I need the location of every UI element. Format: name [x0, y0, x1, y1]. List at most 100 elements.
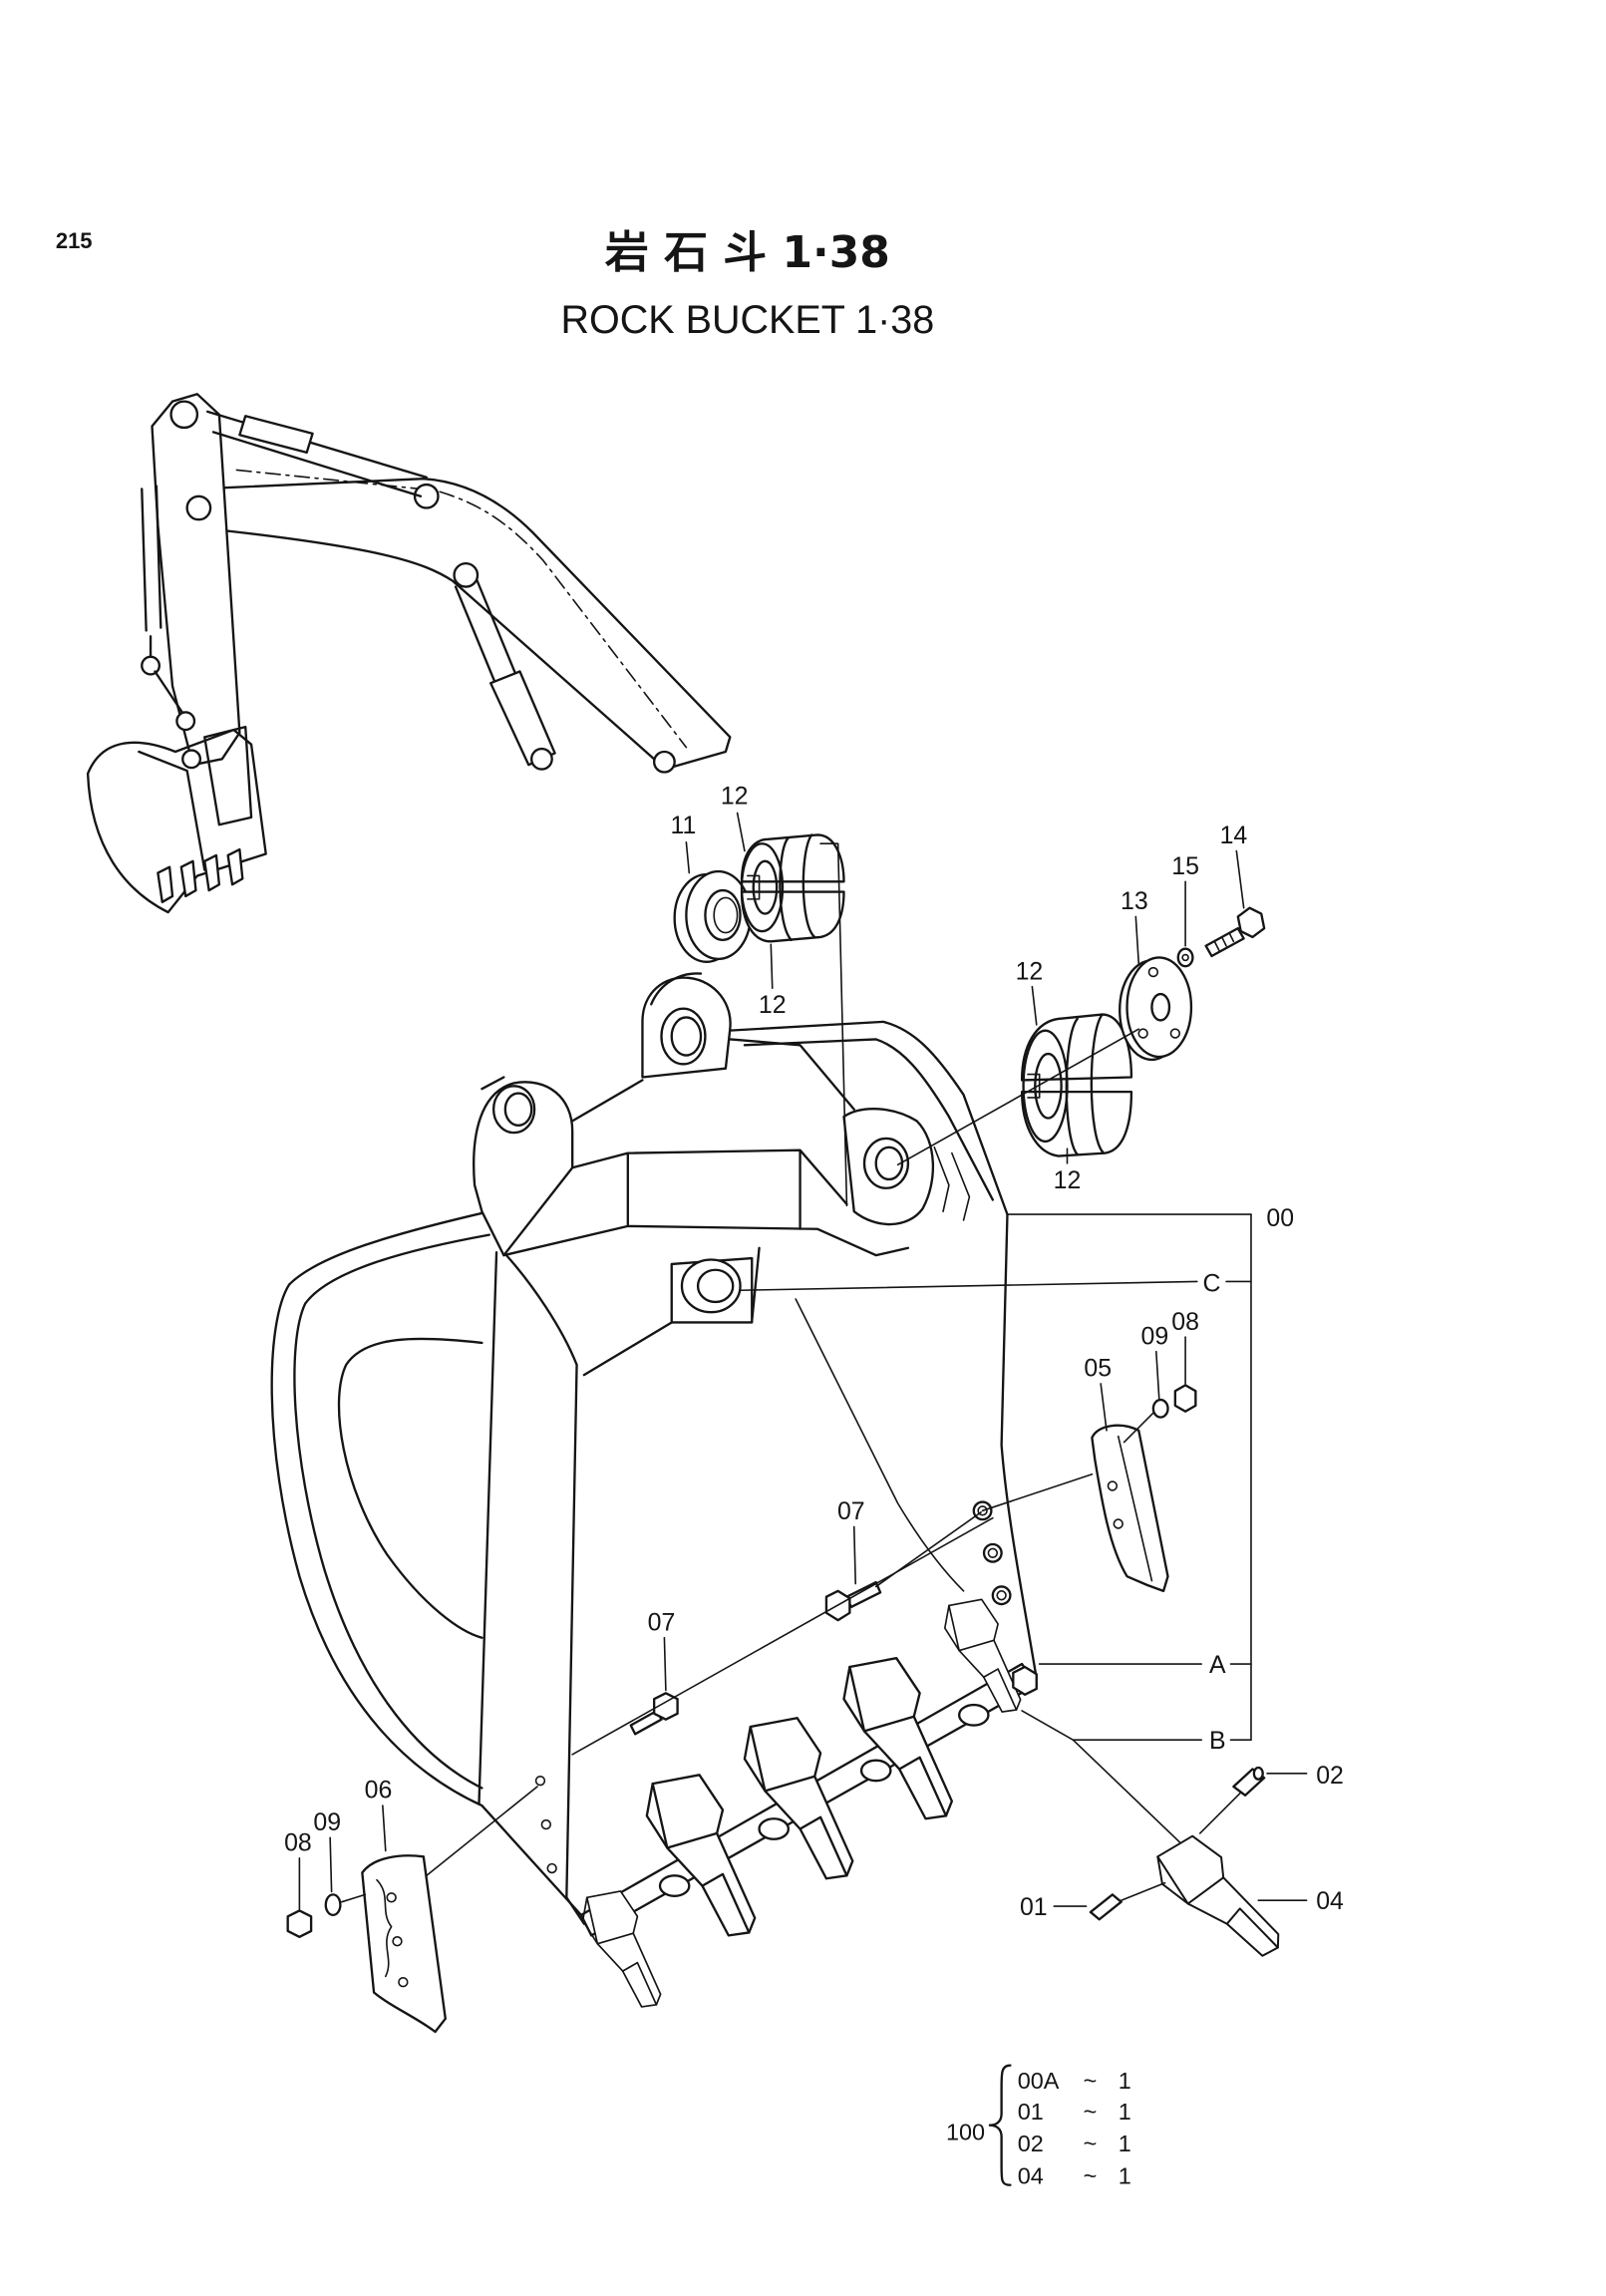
callout-labels: 11 12 12 14 15 13 12 12 00 C 09 08 05 07… [284, 783, 1344, 1921]
part-12-split-bushing-lower [1020, 1013, 1133, 1157]
excavator-bucket-side-edge [138, 750, 206, 871]
bucket-right-side [1000, 1212, 1038, 1680]
arm [151, 393, 241, 767]
left-front-lug [473, 1076, 574, 1257]
excavator-bucket [86, 728, 267, 914]
callout-08-left: 08 [284, 1828, 312, 1856]
part-12-split-bushing-upper [740, 833, 845, 943]
boom-centerline [235, 469, 688, 749]
parts-list-row: 01 ~ 1 [1018, 2099, 1131, 2125]
tooth-4 [842, 1657, 954, 1820]
callout-05: 05 [1084, 1355, 1112, 1383]
callout-12-upper-top: 12 [721, 783, 749, 811]
page-number: 215 [56, 228, 93, 253]
callout-12-lower-bottom: 12 [1054, 1166, 1082, 1194]
parts-list-row: 02 ~ 1 [1018, 2131, 1131, 2156]
parts-list-qty: 1 [1119, 2068, 1131, 2094]
right-side-holes [972, 1500, 1012, 1606]
bucket-left-side-plate [478, 1210, 586, 1925]
part-13-retaining-plate [1119, 956, 1193, 1062]
part-01-pin [1089, 1893, 1123, 1921]
parts-list-part: 02 [1018, 2131, 1044, 2156]
tooth-5-adapter [943, 1598, 1022, 1713]
bucket-inner-shell [337, 1337, 483, 1639]
part-05-side-cutter-right [1091, 1424, 1169, 1593]
callout-02: 02 [1316, 1762, 1344, 1790]
callout-06: 06 [365, 1777, 393, 1804]
callout-11: 11 [671, 812, 697, 839]
title-english: ROCK BUCKET 1·38 [560, 298, 934, 342]
part-14-bolt [1204, 906, 1266, 958]
bucket-inner-back-curve [795, 1298, 965, 1592]
parts-list-part: 04 [1018, 2162, 1044, 2188]
parts-list-row: 04 ~ 1 [1018, 2162, 1131, 2188]
part-08-nut-left [286, 1909, 313, 1939]
boom-cylinder [453, 561, 556, 771]
callout-14: 14 [1220, 821, 1248, 849]
part-09-washer-left [324, 1893, 342, 1917]
boom [195, 478, 732, 771]
callout-08-right: 08 [1171, 1308, 1199, 1336]
title-chinese: 岩 石 斗 1·38 [605, 227, 890, 278]
callout-13: 13 [1121, 887, 1148, 915]
tooth-1 [581, 1890, 662, 2008]
boom-arm-cylinder-pin [413, 483, 440, 509]
callout-09-left: 09 [313, 1808, 341, 1836]
part-11-shim-ring [673, 869, 752, 964]
parts-list-row: 00A ~ 1 [1018, 2068, 1131, 2094]
part-07-bolt-lower [629, 1692, 679, 1736]
callout-b: B [1209, 1727, 1226, 1755]
tooth-adapter [859, 1759, 892, 1783]
callout-15: 15 [1171, 852, 1199, 880]
right-lug-stiffener [933, 1146, 971, 1221]
excavator-bucket-teeth [157, 847, 244, 903]
leader-lines [298, 812, 1308, 1910]
bucket-back-shell-outer [270, 1210, 583, 1917]
parts-list-qty: 1 [1119, 2162, 1131, 2188]
parts-list-qty: 1 [1119, 2099, 1131, 2125]
callout-07-upper: 07 [837, 1497, 865, 1525]
part-07-bolt-upper [824, 1580, 882, 1622]
arm-lower-shading [203, 725, 253, 826]
adapter-lock-nut [1012, 1665, 1038, 1696]
callout-09-right: 09 [1141, 1322, 1169, 1350]
bucket-top-rim [729, 1020, 1009, 1216]
callout-12-lower-top: 12 [1016, 957, 1044, 985]
parts-list-assembly-number: 100 [946, 2119, 985, 2144]
boom-arm-pin [185, 494, 212, 521]
parts-list-part: 01 [1018, 2099, 1044, 2125]
part-02-pin [1232, 1766, 1266, 1797]
boom-foot-pin [652, 750, 676, 774]
parts-list-separator: ~ [1084, 2131, 1098, 2156]
parts-list-separator: ~ [1084, 2068, 1098, 2094]
callout-00: 00 [1266, 1204, 1294, 1232]
excavator-overview-figure [86, 393, 732, 914]
tooth-2 [645, 1774, 757, 1937]
parts-list-qty: 1 [1119, 2131, 1131, 2156]
tooth-adapter [957, 1703, 990, 1727]
arm-cylinder [205, 410, 428, 497]
callout-01: 01 [1020, 1893, 1048, 1921]
boss-c [670, 1256, 754, 1324]
bucket-back-shell-edge [293, 1233, 490, 1790]
parts-list-separator: ~ [1084, 2099, 1098, 2125]
parts-list: 100 00A ~ 1 01 ~ 1 02 ~ 1 04 ~ 1 [946, 2064, 1131, 2188]
tooth-adapter [758, 1817, 791, 1840]
callout-a: A [1209, 1651, 1226, 1679]
parts-list-part: 00A [1018, 2068, 1060, 2094]
callout-07-lower: 07 [648, 1608, 676, 1636]
part-08-nut-right [1173, 1384, 1197, 1413]
part-06-side-cutter-left [361, 1854, 447, 2034]
parts-list-brace [988, 2064, 1012, 2186]
parts-list-separator: ~ [1084, 2162, 1098, 2188]
callout-12-upper-bottom: 12 [759, 991, 787, 1019]
right-front-lug [842, 1108, 935, 1226]
left-side-hole [540, 1818, 552, 1830]
part-09-washer-right [1151, 1398, 1169, 1419]
left-side-hole [534, 1775, 546, 1787]
callout-04: 04 [1316, 1887, 1344, 1915]
bucket-cylinder [141, 485, 202, 770]
tooth-adapter [658, 1874, 691, 1898]
arm-top-pin [169, 400, 199, 430]
